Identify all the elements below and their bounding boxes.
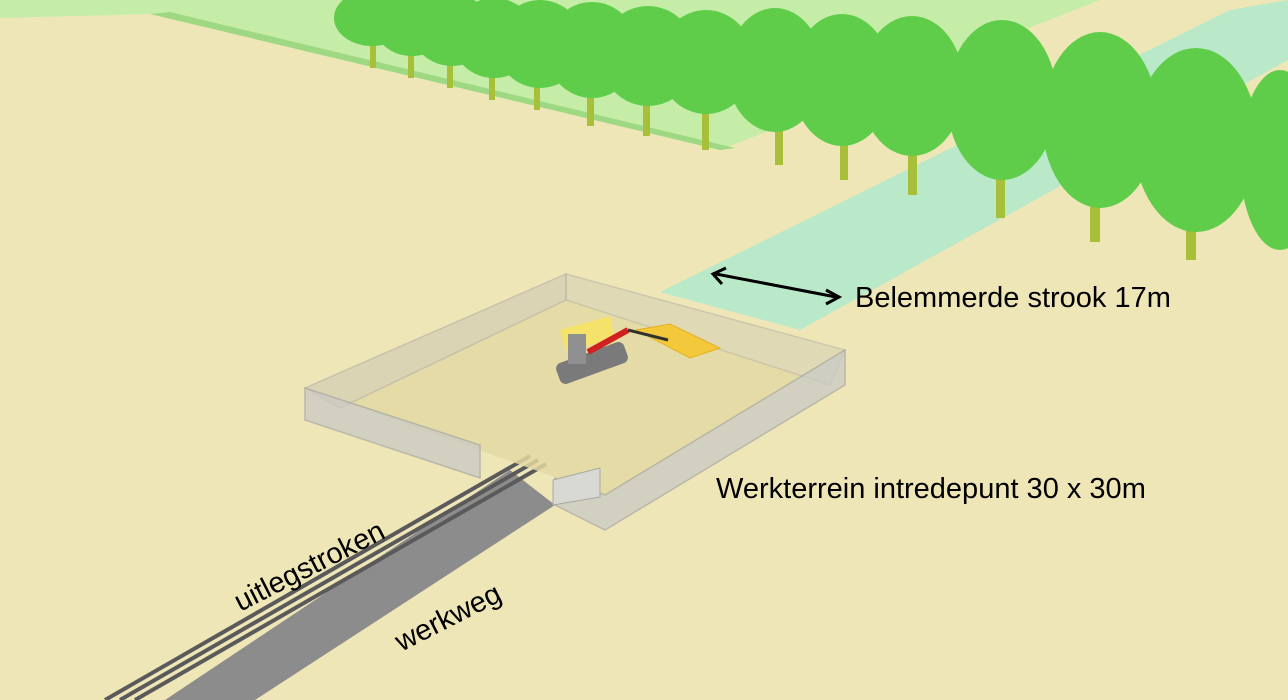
tree-row-far [334, 0, 754, 150]
werkterrein-label: Werkterrein intredepunt 30 x 30m [716, 473, 1146, 505]
double-arrow [710, 266, 843, 306]
site-gate [552, 467, 601, 506]
werkterrein [303, 272, 847, 531]
drilling-machine [556, 316, 669, 384]
pit [634, 323, 722, 359]
site-wall-front-left [304, 386, 481, 480]
uitlegstroken [104, 454, 547, 700]
tree-row-near [727, 8, 1288, 260]
werkweg [165, 470, 555, 700]
belemmerde-strook-label: Belemmerde strook 17m [855, 282, 1171, 314]
